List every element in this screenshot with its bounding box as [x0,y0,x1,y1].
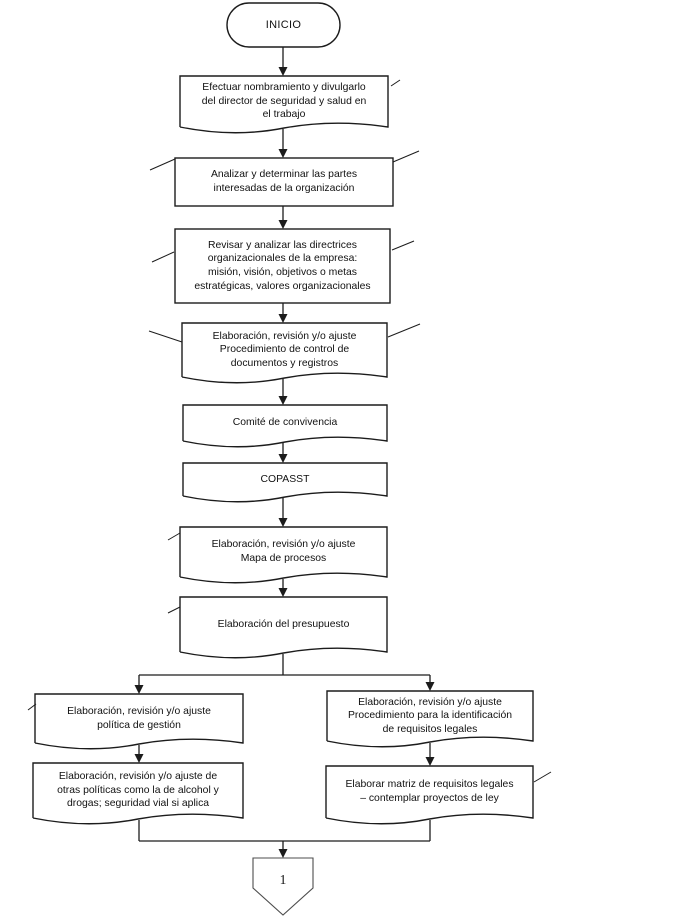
node-offpage-connector-1: 1 [279,872,287,888]
node-mapa-procesos: Elaboración, revisión y/o ajuste Mapa de… [211,539,356,564]
annotation-tick-1 [149,158,176,171]
node-start-inicio: INICIO [265,18,302,31]
node-partes-interesadas: Analizar y determinar las partes interes… [210,169,358,194]
connector-arrowhead-0 [278,67,288,76]
shape-document-mapa-procesos [179,526,388,584]
node-directrices-organizacionales: Revisar y analizar las directrices organ… [194,239,371,292]
node-comite-convivencia: Comité de convivencia [232,417,338,429]
node-control-documentos: Elaboración, revisión y/o ajuste Procedi… [212,330,357,369]
connector-arrowhead-12 [425,757,435,766]
node-otras-politicas: Elaboración, revisión y/o ajuste de otra… [57,771,219,810]
connector-arrowhead-7 [278,588,288,597]
shape-document-control-documentos [181,322,388,384]
annotation-tick-8 [167,606,181,614]
node-identificacion-requisitos-legales: Elaboración, revisión y/o ajuste Procedi… [347,696,513,735]
annotation-tick-5 [148,330,183,343]
connector-arrowhead-10 [425,682,435,691]
annotation-tick-2 [392,150,420,163]
node-presupuesto: Elaboración del presupuesto [217,618,350,630]
annotation-tick-9 [27,703,37,711]
shape-process-partes-interesadas [174,157,394,207]
shape-document-matriz-requisitos-legales [325,765,534,825]
shape-document-copasst [182,462,388,503]
connector-arrowhead-2 [278,220,288,229]
annotation-tick-0 [390,79,401,87]
annotation-tick-4 [391,240,415,251]
annotation-tick-7 [167,532,181,541]
shape-document-politica-gestion [34,693,244,750]
connector-arrowhead-15 [278,849,288,858]
connector-arrowhead-5 [278,454,288,463]
node-matriz-requisitos-legales: Elaborar matriz de requisitos legales – … [345,779,514,804]
shape-document-comite-convivencia [182,404,388,448]
shape-process-directrices-organizacionales [174,228,391,304]
shape-document-presupuesto [179,596,388,659]
shape-offpage-offpage-1 [252,857,314,916]
annotation-tick-10 [533,771,552,783]
node-politica-gestion: Elaboración, revisión y/o ajuste polític… [67,705,211,731]
node-nombramiento-director: Efectuar nombramiento y divulgarlo del d… [201,82,367,121]
connector-arrowhead-9 [134,685,144,694]
connector-arrowhead-4 [278,396,288,405]
shape-document-nombramiento-director [179,75,389,134]
connector-arrowhead-11 [134,754,144,763]
connector-arrowhead-3 [278,314,288,323]
shape-document-otras-politicas [32,762,244,825]
shape-document-identificacion-requisitos-legales [326,690,534,748]
annotation-tick-6 [387,323,421,338]
connector-arrowhead-6 [278,518,288,527]
connector-arrowhead-1 [278,149,288,158]
node-copasst: COPASST [260,473,310,485]
annotation-tick-3 [151,251,175,263]
